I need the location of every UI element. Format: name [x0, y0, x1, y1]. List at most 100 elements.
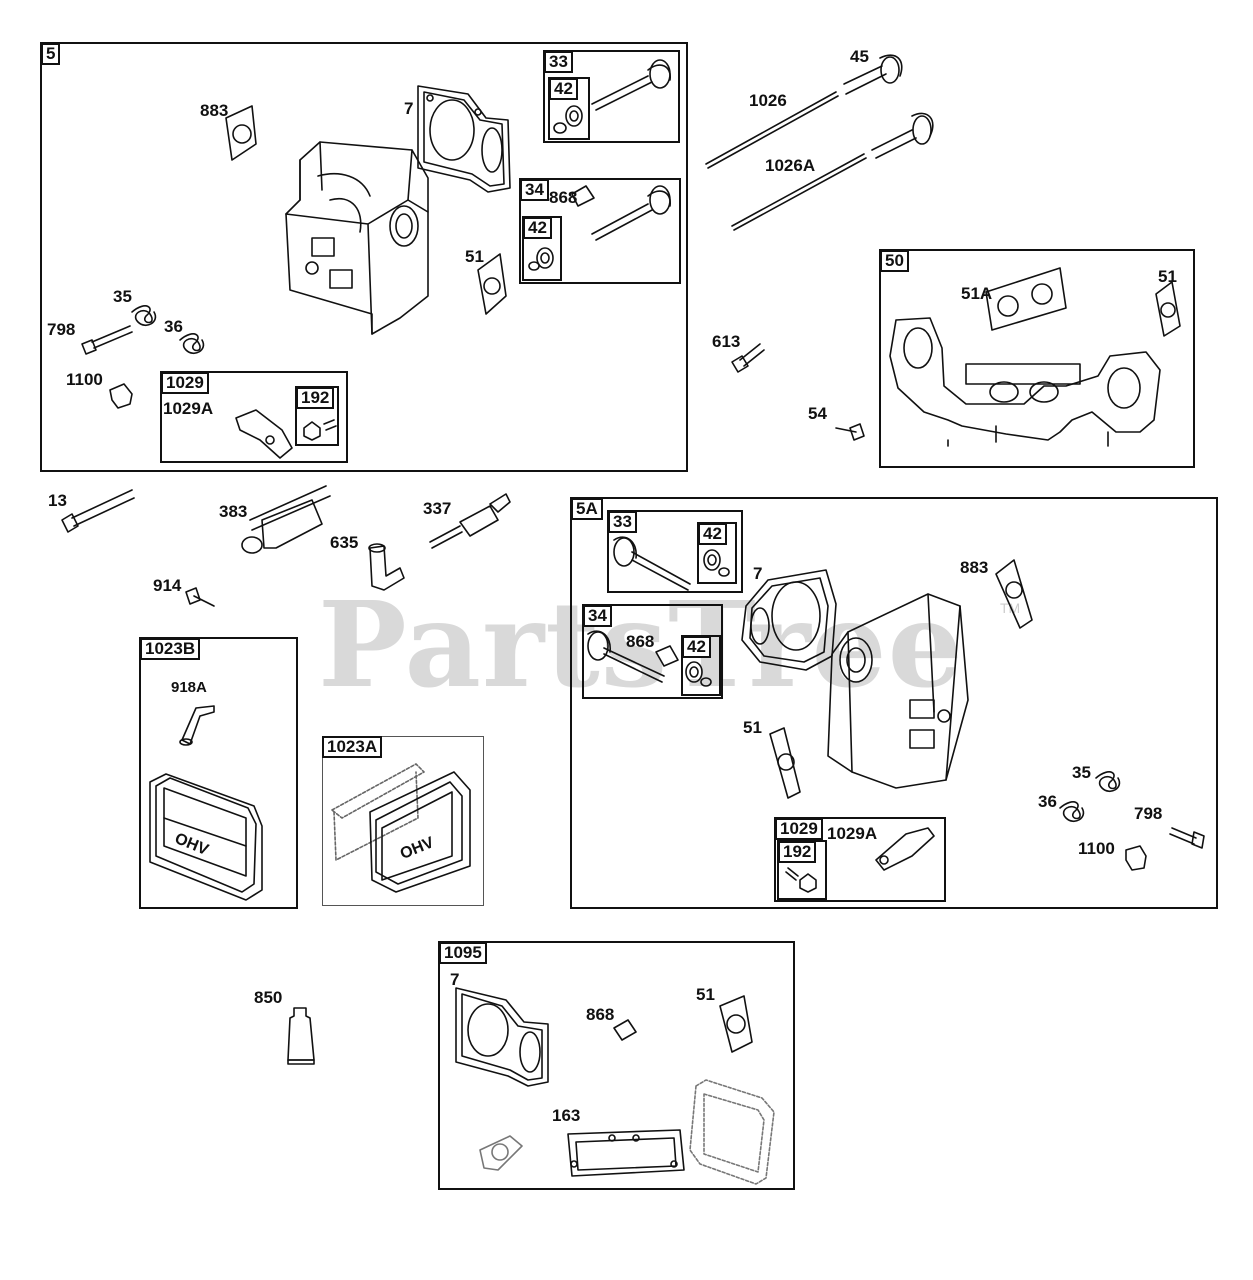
- spring-36-b: [1059, 801, 1085, 823]
- group-1023B-box: 1023B: [139, 637, 298, 909]
- bolt-13: [61, 489, 135, 533]
- group-33-tag: 33: [544, 51, 573, 73]
- gasket-1095-small: [479, 1135, 523, 1171]
- group-1029-box: 1029: [160, 371, 348, 463]
- part-35-b[interactable]: 35: [1072, 763, 1091, 782]
- group-1023A-tag: 1023A: [322, 736, 383, 758]
- screw-54: [835, 423, 865, 441]
- push-rod-1026: [705, 91, 839, 169]
- part-13[interactable]: 13: [48, 491, 67, 510]
- valve-cover-1023B: [149, 773, 263, 901]
- gasket-163: [567, 1129, 685, 1177]
- part-45[interactable]: 45: [850, 47, 869, 66]
- part-51-manifold[interactable]: 51: [1158, 267, 1177, 286]
- cover-gasket-1095: [689, 1079, 775, 1185]
- spark-plug-337: [429, 493, 511, 549]
- group-1029-tag: 1029: [161, 372, 209, 394]
- group-192-tag: 192: [296, 387, 335, 409]
- valve-33: [591, 59, 671, 111]
- group-33-box: 33: [543, 50, 680, 143]
- spring-35-b: [1095, 771, 1121, 793]
- gasket-883-b: [995, 559, 1033, 629]
- cylinder-head-5A: [827, 593, 969, 789]
- group-33-box-b: 33: [607, 510, 743, 593]
- part-36-b[interactable]: 36: [1038, 792, 1057, 811]
- valve-1026A-head: [871, 112, 934, 159]
- group-34-tag-b: 34: [583, 605, 612, 627]
- gasket-51: [477, 253, 507, 315]
- group-42-tag-d: 42: [682, 636, 711, 658]
- gasket-51-manifold: [1155, 281, 1181, 337]
- part-635[interactable]: 635: [330, 533, 359, 552]
- valve-seal-42: [553, 105, 583, 134]
- part-850[interactable]: 850: [254, 988, 283, 1007]
- part-868-c[interactable]: 868: [586, 1005, 615, 1024]
- part-51-b[interactable]: 51: [743, 718, 762, 737]
- part-613[interactable]: 613: [712, 332, 741, 351]
- part-35[interactable]: 35: [113, 287, 132, 306]
- group-42-tag-c: 42: [698, 523, 727, 545]
- part-36[interactable]: 36: [164, 317, 183, 336]
- group-5-box: 5: [40, 42, 688, 472]
- group-1095-tag: 1095: [439, 942, 487, 964]
- valve-seal-42-d: [685, 661, 712, 687]
- valve-seal-42-b: [528, 247, 554, 271]
- head-gasket-7-b: [741, 569, 837, 671]
- part-337[interactable]: 337: [423, 499, 452, 518]
- gasket-51-b: [769, 727, 801, 799]
- part-1026[interactable]: 1026: [749, 91, 787, 110]
- sealant-tube-850: [287, 1007, 315, 1065]
- valve-seal-42-c: [703, 549, 730, 577]
- screw-613: [731, 343, 765, 373]
- head-gasket-7: [417, 85, 511, 193]
- part-7-c[interactable]: 7: [450, 970, 460, 989]
- part-54[interactable]: 54: [808, 404, 827, 423]
- group-42-box: 42: [548, 77, 590, 140]
- part-1100[interactable]: 1100: [66, 370, 103, 389]
- group-1029-tag-b: 1029: [775, 818, 823, 840]
- group-192-box-b: 192: [777, 840, 827, 900]
- part-798[interactable]: 798: [47, 320, 76, 339]
- group-50-tag: 50: [880, 250, 909, 272]
- group-42-tag: 42: [549, 78, 578, 100]
- part-1029A-b[interactable]: 1029A: [827, 824, 878, 843]
- group-42-tag-2: 42: [523, 217, 552, 239]
- spring-35: [131, 305, 157, 327]
- part-163[interactable]: 163: [552, 1106, 581, 1125]
- part-868[interactable]: 868: [549, 188, 578, 207]
- group-42-box-d: 42: [681, 635, 721, 696]
- part-51-c[interactable]: 51: [696, 985, 715, 1004]
- group-50-box: 50: [879, 249, 1195, 468]
- group-5A-tag: 5A: [571, 498, 603, 520]
- nut-192: [303, 419, 337, 441]
- part-868-b[interactable]: 868: [626, 632, 655, 651]
- part-383[interactable]: 383: [219, 502, 248, 521]
- push-rod-1026A: [731, 153, 867, 231]
- group-42-box-2: 42: [522, 216, 562, 281]
- group-1095-box: 1095: [438, 941, 795, 1190]
- part-883-b[interactable]: 883: [960, 558, 989, 577]
- group-192-box: 192: [295, 386, 339, 446]
- group-1023B-tag: 1023B: [140, 638, 201, 660]
- valve-cover-1023A: [331, 763, 471, 893]
- group-5-tag: 5: [41, 43, 61, 65]
- rocker-arm-1029A: [235, 409, 293, 459]
- part-51[interactable]: 51: [465, 247, 484, 266]
- part-1100-b[interactable]: 1100: [1078, 839, 1115, 858]
- part-1026A[interactable]: 1026A: [765, 156, 816, 175]
- nut-192-b: [785, 867, 817, 893]
- spring-36: [179, 333, 205, 355]
- part-883[interactable]: 883: [200, 101, 229, 120]
- bolt-914: [185, 587, 215, 607]
- part-7-b[interactable]: 7: [753, 564, 763, 583]
- part-1029A[interactable]: 1029A: [163, 399, 214, 418]
- part-798-b[interactable]: 798: [1134, 804, 1163, 823]
- part-914[interactable]: 914: [153, 576, 182, 595]
- part-918A[interactable]: 918A: [171, 679, 207, 696]
- watermark: PartsTree: [318, 575, 964, 714]
- gasket-883: [225, 105, 257, 161]
- part-51A[interactable]: 51A: [961, 284, 993, 303]
- part-7[interactable]: 7: [404, 99, 414, 118]
- group-34-box: 34: [519, 178, 681, 284]
